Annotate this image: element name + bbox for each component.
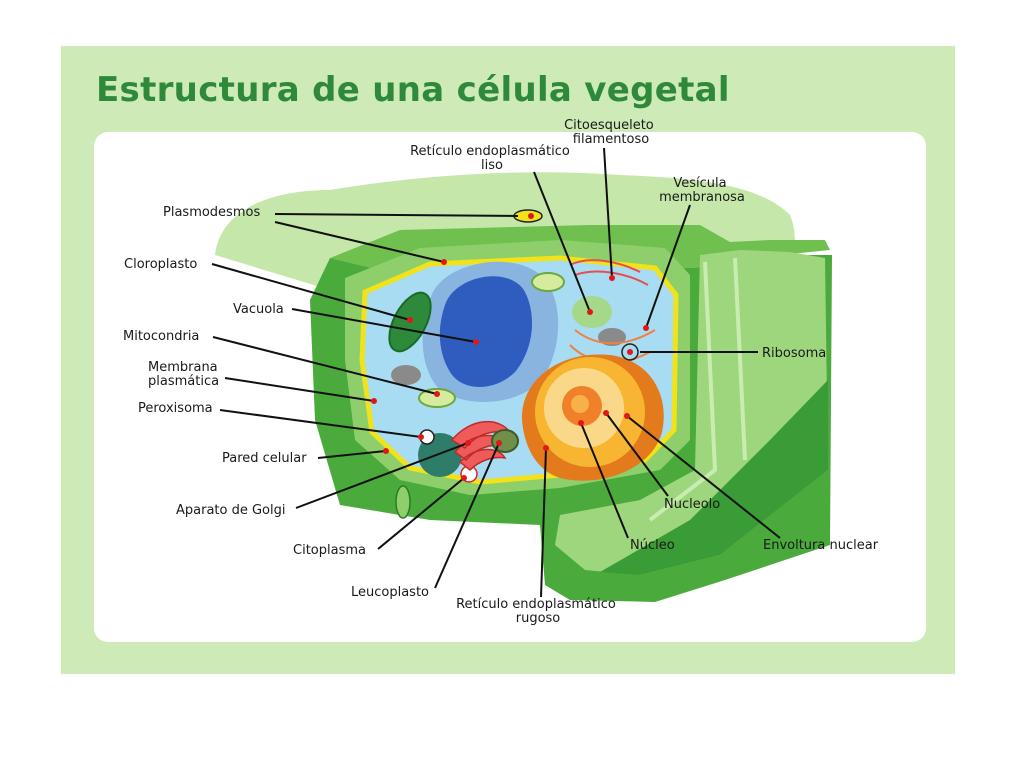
cell-wall-side-stripe	[648, 257, 747, 522]
grey-vesicle	[391, 365, 421, 385]
label-citoesqueleto: Citoesqueleto filamentoso	[564, 118, 658, 147]
label-membrana: Membrana plasmática	[148, 360, 222, 389]
label-reticulo-rugoso: Retículo endoplasmático rugoso	[456, 597, 620, 626]
ribosome-ring	[621, 343, 639, 361]
label-vacuola: Vacuola	[233, 302, 284, 317]
leader-lines	[211, 147, 781, 598]
label-plasmodesmos: Plasmodesmos	[163, 205, 260, 220]
label-cloroplasto: Cloroplasto	[124, 257, 197, 272]
cell-wall-side-dark	[600, 380, 828, 575]
label-golgi: Aparato de Golgi	[176, 503, 286, 518]
label-pared: Pared celular	[222, 451, 307, 466]
label-nucleo: Núcleo	[630, 538, 675, 553]
label-citoplasma: Citoplasma	[293, 543, 366, 558]
label-leucoplasto: Leucoplasto	[351, 585, 429, 600]
vacuole-core	[439, 276, 533, 387]
grey-vesicle-2	[598, 328, 626, 346]
wall-vesicle	[395, 485, 411, 519]
label-mitocondria: Mitocondria	[123, 329, 199, 344]
mitochondrion-2	[531, 272, 565, 292]
label-nucleolo: Nucleolo	[664, 497, 720, 512]
label-ribosoma: Ribosoma	[762, 346, 826, 361]
mitochondrion	[418, 388, 456, 408]
label-reticulo-liso: Retículo endoplasmático liso	[410, 144, 574, 173]
label-peroxisoma: Peroxisoma	[138, 401, 213, 416]
pointer-dots	[371, 213, 649, 481]
page-title: Estructura de una célula vegetal	[96, 70, 730, 110]
smooth-er	[569, 259, 649, 286]
label-envoltura: Envoltura nuclear	[763, 538, 879, 553]
label-vesicula: Vesícula membranosa	[659, 176, 745, 205]
nucleolus-core	[571, 395, 589, 413]
